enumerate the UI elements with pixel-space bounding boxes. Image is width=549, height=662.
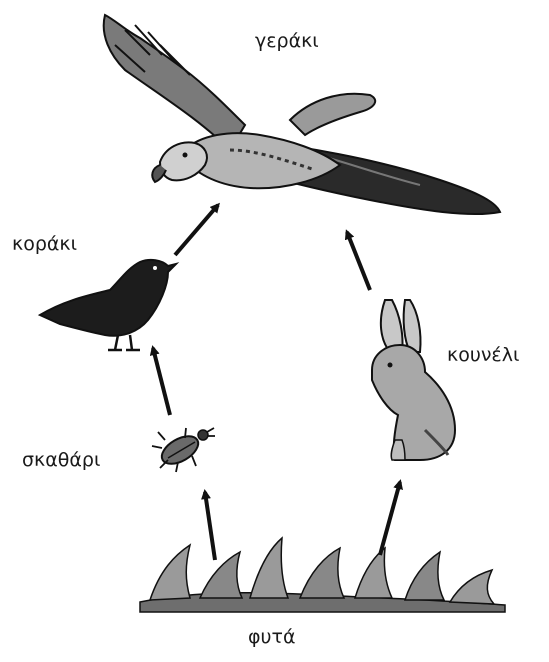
crow-label: κοράκι — [12, 233, 77, 255]
rabbit-icon — [372, 300, 455, 460]
rabbit-label: κουνέλι — [447, 344, 519, 366]
beetle-icon — [152, 428, 215, 472]
plants-label: φυτά — [248, 626, 296, 648]
arrows — [153, 205, 400, 560]
arrow-crow-to-hawk — [175, 205, 218, 255]
beetle-label: σκαθάρι — [22, 449, 100, 471]
arrow-plants-to-rabbit — [380, 482, 400, 555]
hawk-label: γεράκι — [255, 30, 319, 52]
crow-icon — [40, 260, 176, 350]
arrow-plants-to-beetle — [205, 492, 215, 560]
arrow-rabbit-to-hawk — [347, 232, 370, 290]
plants-icon — [140, 538, 505, 612]
arrow-beetle-to-crow — [153, 348, 170, 415]
